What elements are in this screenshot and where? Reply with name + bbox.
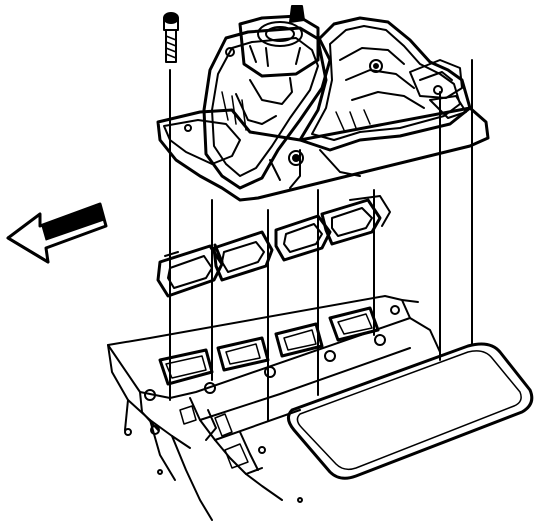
intake-manifold-gaskets bbox=[156, 195, 391, 298]
retaining-bolt bbox=[163, 12, 179, 63]
front-of-engine-arrow bbox=[6, 202, 108, 264]
front-valley-seal bbox=[287, 342, 534, 480]
intake-manifold-with-carburetor bbox=[156, 5, 490, 202]
alignment-lines bbox=[169, 59, 473, 421]
engine-block-with-cylinder-heads bbox=[107, 295, 441, 521]
